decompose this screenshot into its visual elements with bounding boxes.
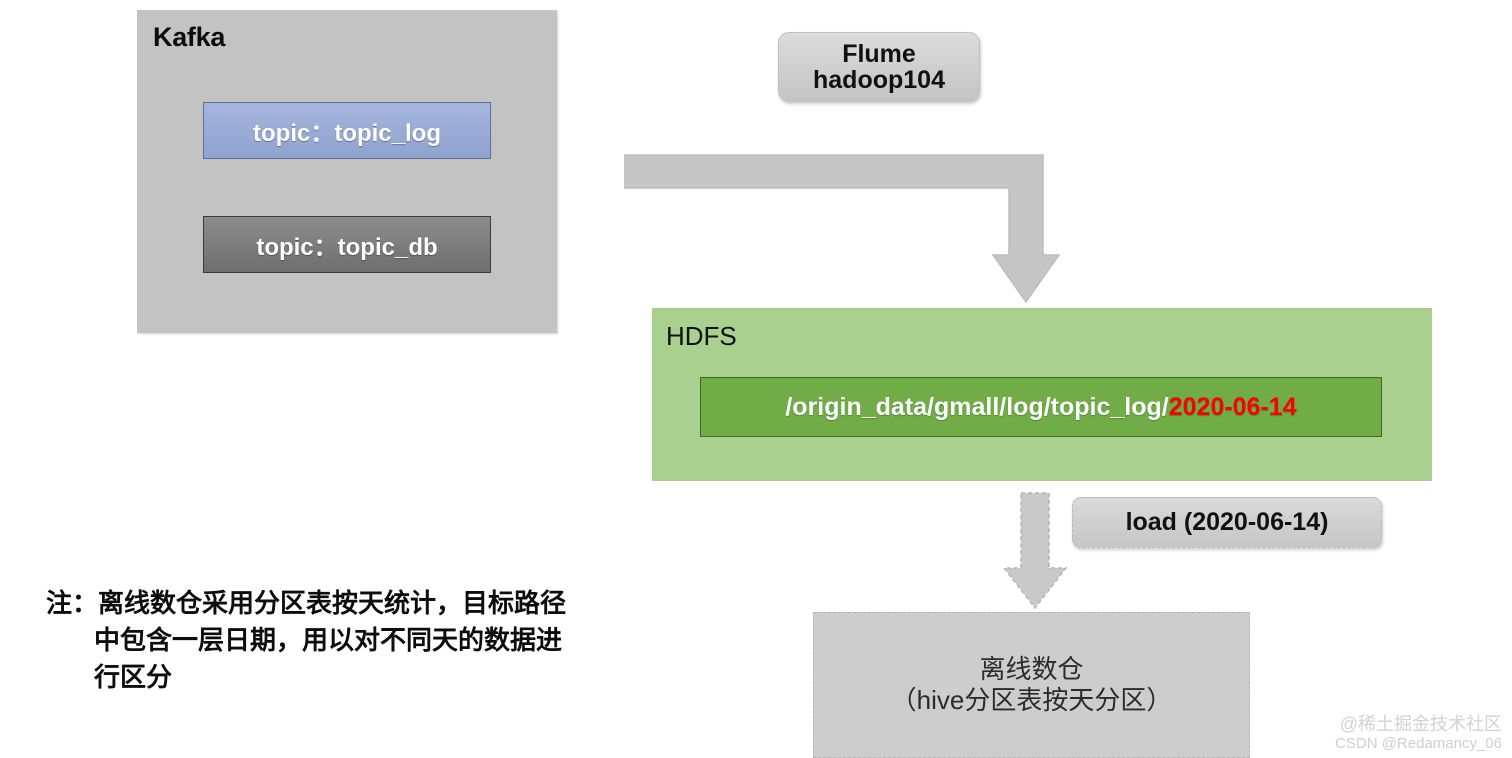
watermark-line-1: @稀土掘金技术社区 bbox=[1339, 713, 1502, 734]
elbow-arrow-icon bbox=[616, 154, 1061, 304]
data-warehouse-subtitle: （hive分区表按天分区） bbox=[890, 685, 1173, 715]
flume-title: Flume bbox=[842, 39, 916, 68]
hdfs-title: HDFS bbox=[666, 321, 737, 351]
note-line-2: 中包含一层日期，用以对不同天的数据进 bbox=[94, 624, 563, 655]
note-text: 注：离线数仓采用分区表按天统计，目标路径 中包含一层日期，用以对不同天的数据进 … bbox=[46, 585, 666, 696]
hdfs-panel: HDFS /origin_data/gmall/log/topic_log/20… bbox=[652, 308, 1432, 481]
data-warehouse-box: 离线数仓 （hive分区表按天分区） bbox=[813, 612, 1250, 758]
kafka-title: Kafka bbox=[153, 22, 226, 52]
watermark-line-2: CSDN @Redamancy_06 bbox=[1335, 735, 1502, 753]
hdfs-path-date: 2020-06-14 bbox=[1168, 392, 1297, 421]
kafka-topic-db-label: topic：topic_db bbox=[256, 234, 438, 261]
kafka-topic-db-box: topic：topic_db bbox=[203, 216, 491, 273]
note-line-1: 注：离线数仓采用分区表按天统计，目标路径 bbox=[46, 588, 567, 618]
note-line-3: 行区分 bbox=[94, 661, 173, 692]
hdfs-path-prefix: /origin_data/gmall/log/topic_log/ bbox=[785, 392, 1169, 421]
load-arrow bbox=[1000, 490, 1070, 612]
hdfs-path-box: /origin_data/gmall/log/topic_log/2020-06… bbox=[700, 377, 1382, 437]
down-arrow-icon bbox=[1002, 492, 1068, 610]
elbow-arrow-to-hdfs bbox=[616, 150, 1061, 310]
kafka-panel: Kafka topic：topic_log topic：topic_db bbox=[137, 10, 557, 333]
kafka-topic-log-box: topic：topic_log bbox=[203, 102, 491, 159]
flume-host: hadoop104 bbox=[813, 66, 945, 94]
kafka-topic-log-label: topic：topic_log bbox=[253, 120, 441, 147]
data-warehouse-title: 离线数仓 bbox=[979, 653, 1084, 684]
load-label-box: load (2020-06-14) bbox=[1072, 497, 1382, 548]
flume-node: Flume hadoop104 bbox=[778, 32, 980, 102]
load-label-text: load (2020-06-14) bbox=[1125, 508, 1329, 536]
hdfs-path-text: /origin_data/gmall/log/topic_log/2020-06… bbox=[785, 393, 1296, 422]
watermark: @稀土掘金技术社区 CSDN @Redamancy_06 bbox=[1335, 713, 1502, 754]
